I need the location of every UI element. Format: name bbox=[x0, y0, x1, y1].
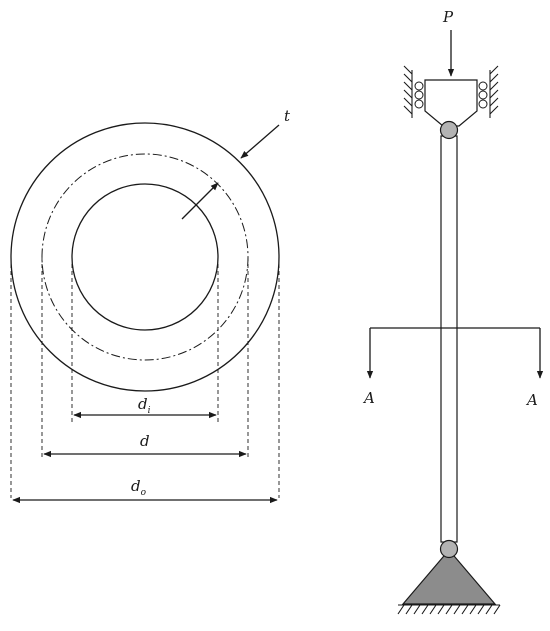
thickness-label: t bbox=[284, 107, 291, 125]
guide-walls bbox=[403, 65, 499, 118]
thickness-leader-arrow bbox=[240, 124, 280, 159]
mean-circle bbox=[41, 153, 249, 361]
top-cap bbox=[424, 79, 478, 127]
bottom-hinge bbox=[439, 539, 459, 559]
section-label-left: A bbox=[362, 389, 375, 407]
top-guided-support bbox=[424, 79, 478, 127]
outer-diameter-label: do bbox=[131, 477, 147, 498]
inner-diameter-label: di bbox=[138, 395, 151, 416]
outer-circle bbox=[10, 122, 280, 392]
ground-hatching bbox=[397, 604, 501, 615]
projection-lines bbox=[10, 257, 280, 498]
section-label-right: A bbox=[525, 391, 538, 409]
load-label: P bbox=[442, 8, 454, 26]
inner-circle bbox=[71, 183, 219, 331]
radial-arrow bbox=[181, 182, 219, 220]
guide-rollers bbox=[414, 81, 488, 109]
top-hinge bbox=[439, 120, 459, 140]
section-cut-a-a bbox=[366, 327, 544, 379]
bottom-support-triangle bbox=[401, 549, 497, 605]
dimension-arrows bbox=[12, 124, 280, 504]
tube-cross-section bbox=[10, 122, 280, 392]
column-shaft bbox=[440, 135, 458, 543]
mean-diameter-label: d bbox=[140, 432, 150, 450]
